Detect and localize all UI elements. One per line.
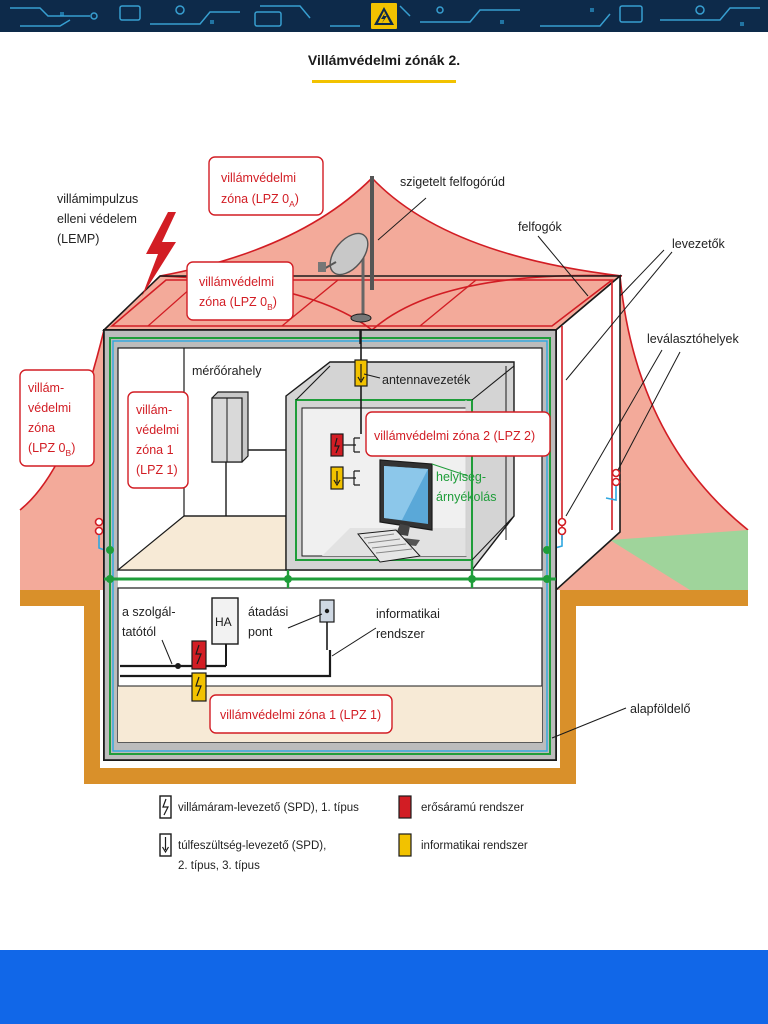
legend-spd23-text: túlfeszültség-levezető (SPD), 2. típus, … — [178, 840, 330, 872]
test-joints-label: leválasztóhelyek — [647, 332, 739, 346]
keyboard-icon — [357, 529, 422, 563]
red-square-icon — [398, 795, 412, 819]
lpz1-lower-label: villámvédelmi zóna 1 (LPZ 1) — [220, 708, 381, 722]
antenna-cable-label: antennavezeték — [382, 373, 471, 387]
lpz2-label: villámvédelmi zóna 2 (LPZ 2) — [374, 429, 535, 443]
meter-label: mérőórahely — [192, 364, 262, 378]
air-termination-rod-icon — [350, 176, 374, 344]
air-rod-protection-cone — [159, 176, 623, 332]
it-system-label: informatikai rendszer — [376, 607, 443, 641]
computer-monitor-icon — [379, 459, 433, 546]
lpz1-upper-label: villám- védelmi zóna 1 (LPZ 1) — [136, 403, 183, 477]
transfer-point-label: átadási pont — [248, 605, 292, 639]
surge-arrester-icon — [159, 833, 172, 857]
lightning-arrester-icon — [159, 795, 172, 819]
earth-electrode-label: alapföldelő — [630, 702, 691, 716]
legend-it-text: informatikai rendszer — [421, 840, 528, 852]
footer-bar — [0, 950, 768, 1024]
room-shielding-label: helyiség- árnyékolás — [436, 470, 496, 504]
test-joint-icon — [94, 468, 621, 536]
yellow-square-icon — [398, 833, 412, 857]
house-connection-box-icon — [211, 597, 239, 645]
meter-cabinet-icon — [211, 391, 286, 516]
lightning-protection-zones-diagram: villámimpulzus elleni védelem (LEMP) vil… — [19, 156, 749, 872]
from-supplier-label: a szolgál- tatótól — [122, 605, 179, 639]
lemp-label: villámimpulzus elleni védelem (LEMP) — [57, 192, 142, 246]
lpz0a-label: villámvédelmi zóna (LPZ 0A) — [221, 171, 300, 209]
air-rod-label: szigetelt felfogórúd — [400, 175, 505, 189]
air-terminals-label: felfogók — [518, 220, 563, 234]
down-conductors-label: levezetők — [672, 237, 726, 251]
transfer-point-icon — [319, 599, 335, 623]
ha-label: HA — [215, 615, 232, 629]
lpz0b-left-label: villám- védelmi zóna (LPZ 0B) — [28, 381, 75, 458]
legend-power-text: erősáramú rendszer — [421, 802, 524, 814]
page-title: Villámvédelmi zónák 2. — [307, 52, 461, 68]
lightning-bolt-icon — [142, 212, 176, 296]
satellite-dish-icon — [318, 232, 369, 276]
title-underline — [312, 80, 456, 83]
header-banner — [0, 0, 768, 32]
lpz0b-roof-label: villámvédelmi zóna (LPZ 0B) — [199, 275, 278, 312]
legend: villámáram-levezető (SPD), 1. típus túlf… — [159, 795, 528, 872]
warning-sign-icon — [369, 1, 399, 31]
legend-spd1-text: villámáram-levezető (SPD), 1. típus — [178, 802, 359, 814]
